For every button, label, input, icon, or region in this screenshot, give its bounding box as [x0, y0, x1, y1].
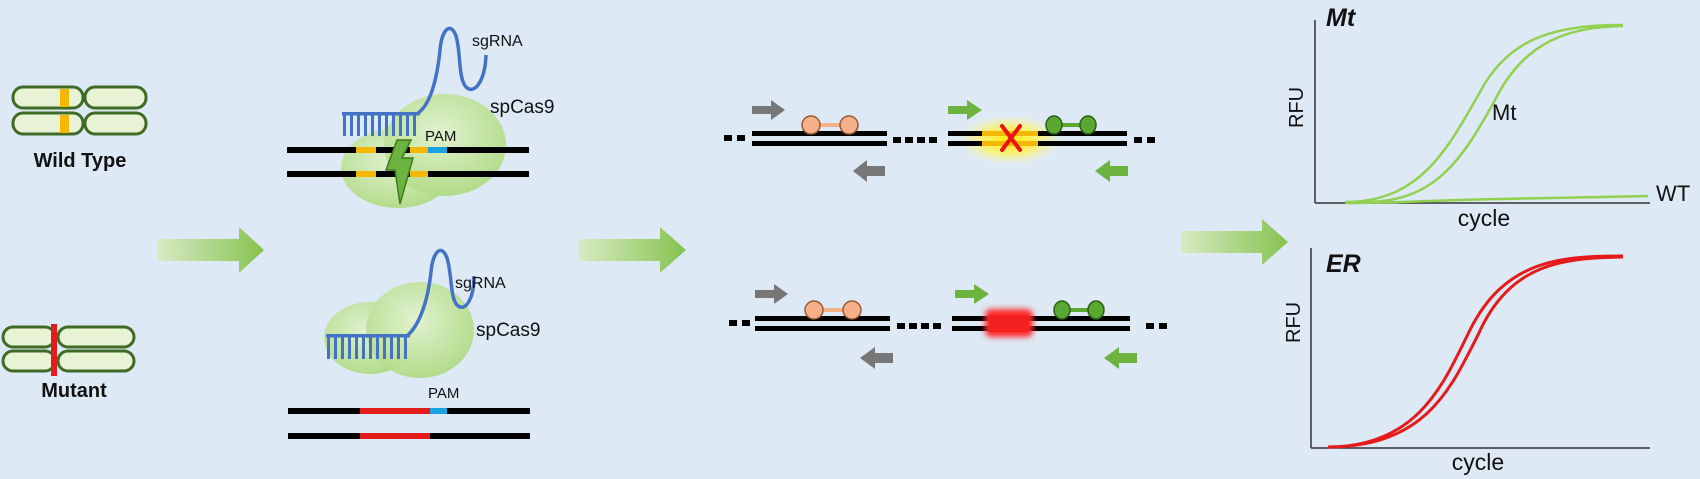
- chart-er-ylabel: RFU: [1283, 302, 1305, 343]
- wt-curve: [1344, 194, 1649, 205]
- pcr-amplicon-bottom-left: [729, 284, 941, 369]
- spcas9-label-top: spCas9: [490, 97, 554, 118]
- cas9-complex-mutant: [288, 248, 530, 439]
- chart-mt: [1314, 20, 1650, 205]
- wild-type-label: Wild Type: [34, 150, 127, 172]
- chart-mt-title: Mt: [1326, 4, 1357, 32]
- mutant-chromosomes: [1, 324, 136, 376]
- pcr-amplicon-top-right: [948, 100, 1155, 182]
- mt-curve-2: [1364, 24, 1624, 204]
- chart-mt-xlabel: cycle: [1458, 205, 1510, 231]
- chart-er: [1310, 248, 1650, 449]
- chart-er-title: ER: [1326, 250, 1361, 278]
- chart-mt-series-wt: WT: [1656, 181, 1690, 206]
- pam-label-top: PAM: [425, 128, 456, 145]
- wild-type-chromosomes: [11, 85, 148, 136]
- flow-arrow-1: [158, 227, 264, 273]
- mutant-label: Mutant: [41, 380, 107, 402]
- spcas9-label-bottom: spCas9: [476, 320, 540, 341]
- pcr-amplicon-bottom-right: [952, 284, 1167, 369]
- mt-curve-1: [1344, 23, 1624, 204]
- cas9-complex-wild-type: [287, 26, 529, 208]
- flow-arrow-2: [579, 227, 686, 273]
- flow-arrow-3: [1181, 219, 1288, 265]
- er-curve-1: [1327, 254, 1624, 449]
- sgrna-label-bottom: sgRNA: [455, 275, 506, 292]
- pam-label-bottom: PAM: [428, 385, 459, 402]
- er-curve-2: [1327, 255, 1624, 449]
- chart-er-xlabel: cycle: [1452, 449, 1504, 475]
- sgrna-label-top: sgRNA: [472, 33, 523, 50]
- chart-mt-ylabel: RFU: [1286, 87, 1308, 128]
- pcr-amplicon-top-left: [724, 100, 937, 182]
- chart-mt-series-mt: Mt: [1492, 100, 1516, 125]
